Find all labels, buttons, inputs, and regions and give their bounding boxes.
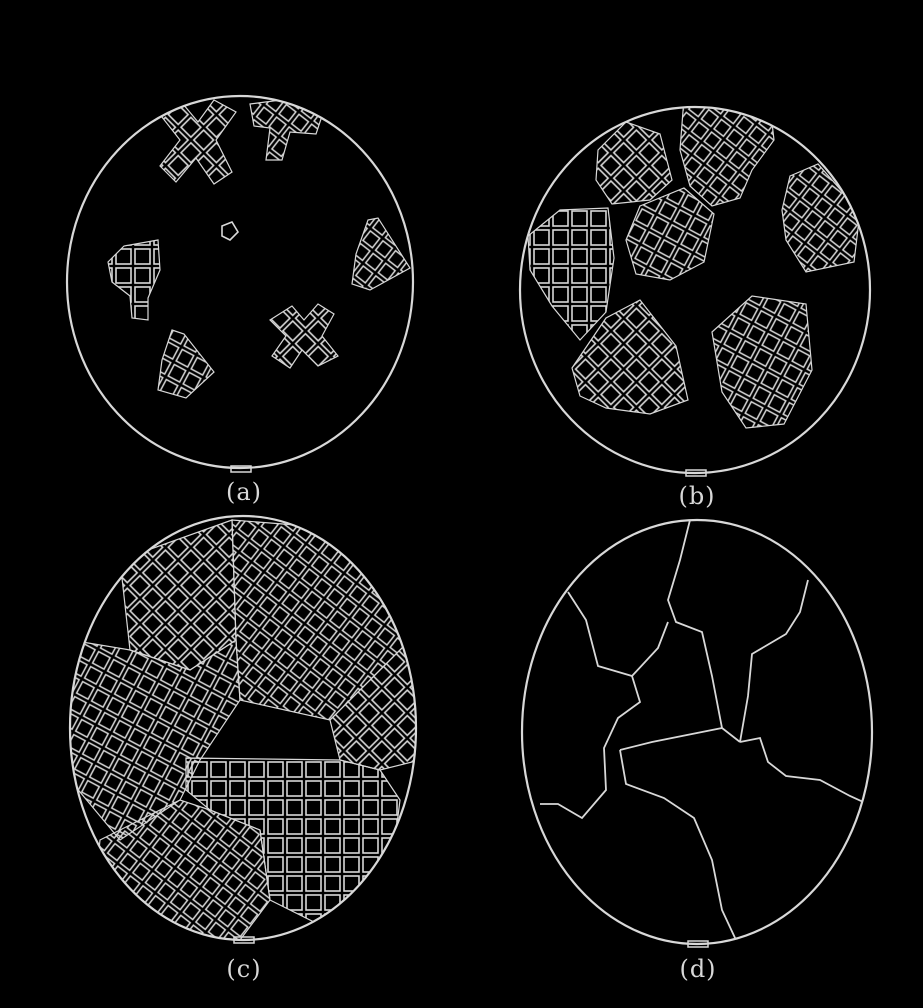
crystal-nucleus	[158, 330, 214, 398]
panel-c-crystals	[70, 520, 420, 940]
crystal-nucleus	[108, 240, 160, 320]
panel-d-label: (d)	[658, 955, 738, 983]
crystal-growing	[782, 164, 860, 272]
panel-c	[70, 516, 420, 943]
crystal-grain	[120, 520, 236, 670]
crystal-growing	[626, 188, 714, 280]
panel-a-crystals	[108, 98, 410, 398]
grain-boundary	[740, 580, 808, 742]
panel-a	[67, 96, 413, 472]
panel-c-label: (c)	[204, 955, 284, 983]
panel-b-label: (b)	[657, 482, 737, 510]
crystal-growing	[596, 122, 672, 204]
panel-a-label: (a)	[204, 478, 284, 506]
crystal-nucleus	[270, 304, 338, 368]
grain-boundary	[620, 728, 722, 750]
crystal-nucleus	[222, 222, 238, 240]
grain-boundary	[540, 592, 640, 818]
crystal-growing	[712, 296, 812, 428]
crystal-growing	[528, 208, 614, 340]
crystal-nucleus	[352, 218, 410, 290]
grain-boundary	[632, 622, 668, 676]
panel-b-crystals	[528, 76, 860, 428]
grain-boundary	[620, 750, 736, 940]
panel-b	[520, 76, 870, 476]
grain-boundary	[740, 738, 872, 806]
crystal-nucleus	[250, 98, 322, 160]
panel-d-circle	[522, 520, 872, 944]
crystal-growing	[680, 76, 774, 206]
panel-d	[522, 520, 872, 947]
grain-boundary	[668, 520, 740, 742]
